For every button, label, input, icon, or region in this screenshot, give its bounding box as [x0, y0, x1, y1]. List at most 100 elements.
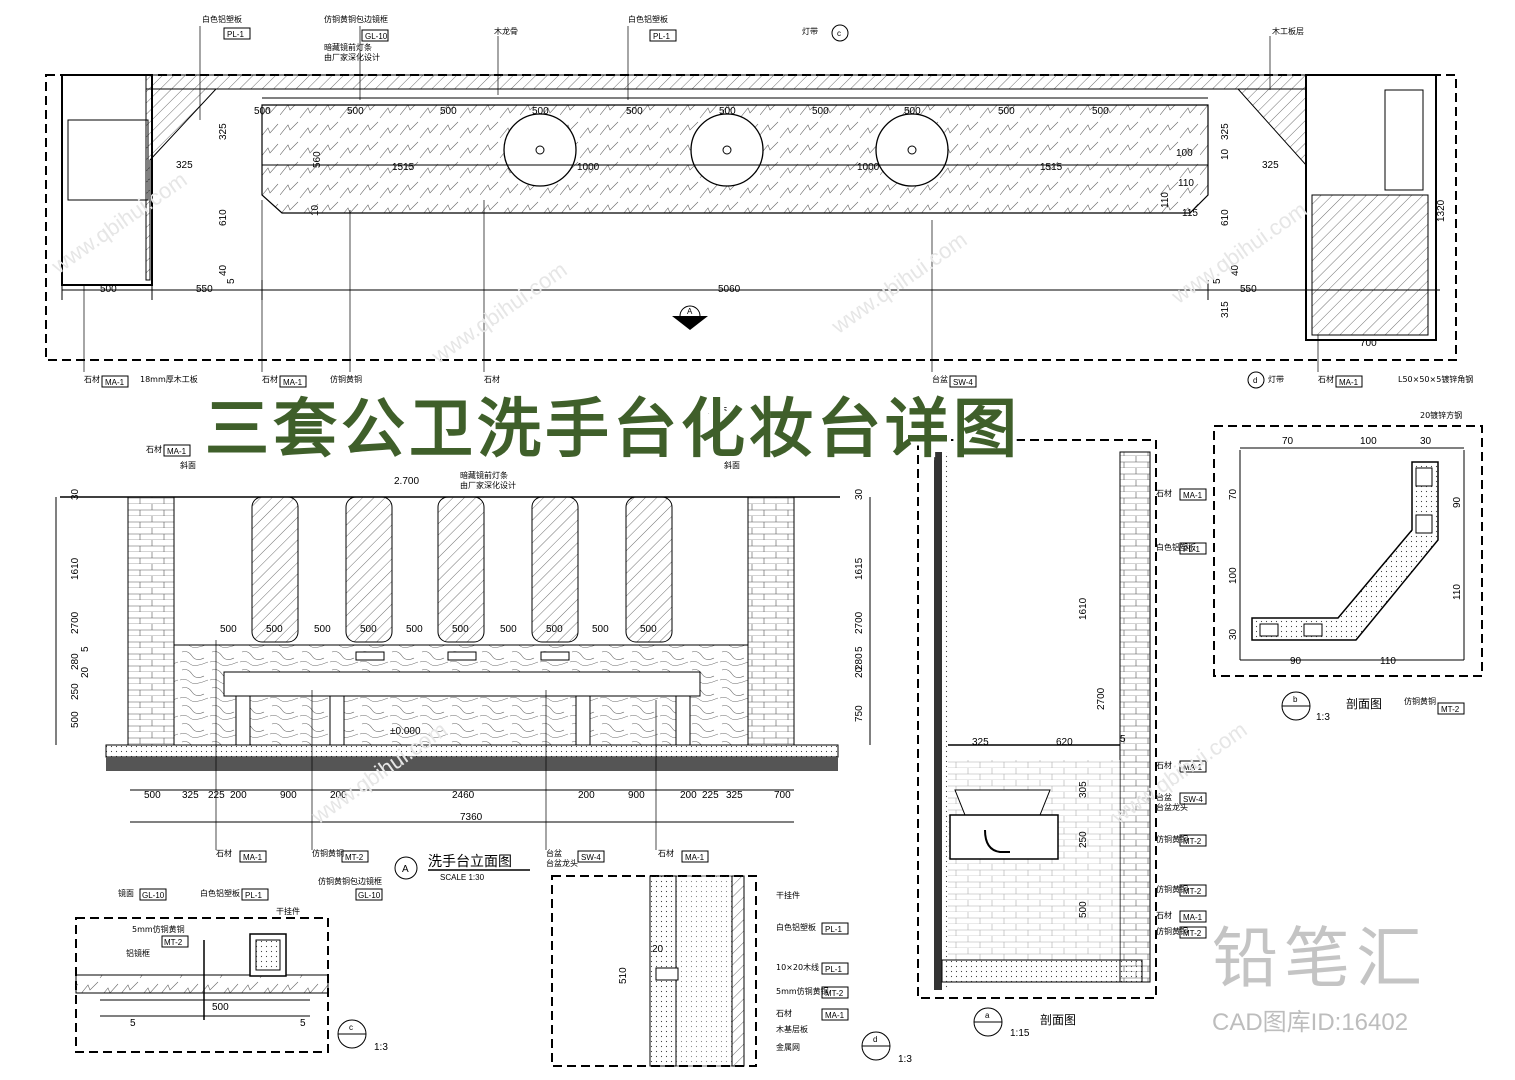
- elev-left-dim: 20: [80, 666, 91, 678]
- plan-code-pl1: PL-1: [227, 30, 244, 39]
- sec-a-label: 仿铜黄铜: [1156, 884, 1188, 894]
- plan-scale: 1:15: [708, 406, 728, 417]
- plan-label-ma1-d: 石材: [1318, 374, 1334, 384]
- dim-100: 100: [1176, 148, 1193, 159]
- sec-b-top-note: 20镀锌方钢: [1420, 410, 1462, 420]
- elev-mid-dim: 500: [546, 624, 563, 635]
- sec-b-dim-90b: 90: [1290, 656, 1302, 667]
- elev-mid-dim: 500: [266, 624, 283, 635]
- elev-label-b1: 石材: [216, 848, 232, 858]
- sec-c-badge: c: [349, 1023, 353, 1032]
- sec-a-code: MA-1: [1183, 763, 1203, 772]
- elev-faucets: [355, 651, 570, 661]
- sec-c-scale: 1:3: [374, 1042, 388, 1053]
- sec-c-label-1: 镜面: [118, 888, 134, 898]
- sec-a-code: MT-2: [1183, 887, 1202, 896]
- sec-b-scale: 1:3: [1316, 712, 1330, 723]
- plan-label-light-b: 灯带: [1268, 374, 1284, 384]
- dim-115: 115: [1182, 208, 1198, 219]
- plan-wall-top: [145, 74, 1307, 90]
- sec-a-code: MA-1: [1183, 491, 1203, 500]
- plan-top-dim: 500: [254, 106, 271, 117]
- elev-bottom-dim: 2460: [452, 790, 475, 801]
- plan-label-ma1-b: 石材: [262, 374, 278, 384]
- elev-mid-dim: 500: [360, 624, 377, 635]
- elev-bottom-dim: 225: [208, 790, 225, 801]
- elev-bottom-dim: 700: [774, 790, 791, 801]
- sec-c-code-5: MT-2: [164, 938, 183, 947]
- sec-a-label: 仿铜黄铜: [1156, 834, 1188, 844]
- sec-b-dim-100: 100: [1360, 436, 1377, 447]
- plan-top-dim: 500: [626, 106, 643, 117]
- sec-c-label-3: 干挂件: [276, 906, 300, 916]
- dim-5060: 5060: [718, 284, 741, 295]
- dim-610-b: 610: [1220, 209, 1231, 226]
- plan-left-cabinet: [61, 74, 153, 286]
- elev-zero-level: ±0.000: [390, 726, 421, 737]
- dim-1320: 1320: [1436, 199, 1447, 222]
- sec-c-label-5: 5mm仿铜黄铜: [132, 924, 185, 934]
- elev-left-dim: 280: [70, 653, 81, 670]
- plan-code-ma1-d: MA-1: [1339, 378, 1359, 387]
- sec-a-dim-620: 620: [1056, 737, 1073, 748]
- sec-a-dim-5: 5: [1120, 734, 1126, 745]
- sec-d-scale: 1:3: [898, 1054, 912, 1065]
- elev-label-b3: 台盆: [546, 848, 562, 858]
- elev-bottom-dim: 200: [230, 790, 247, 801]
- dim-610-a: 610: [218, 209, 229, 226]
- elev-slab: [106, 757, 838, 771]
- elev-label-mirror-light: 暗藏镜前灯条: [460, 470, 508, 480]
- faucet-icon: [540, 651, 570, 661]
- elev-badge-letter: A: [402, 864, 409, 875]
- dim-5-b: 5: [1212, 278, 1223, 284]
- elev-bottom-dim: 325: [182, 790, 199, 801]
- sec-b-code: MT-2: [1441, 705, 1460, 714]
- faucet-icon: [355, 651, 385, 661]
- elev-label-b3b: 台盆龙头: [546, 858, 578, 868]
- sec-d-code: PL-1: [825, 965, 842, 974]
- plan-top-dim: 500: [812, 106, 829, 117]
- sec-c-label-4: 仿铜黄铜包边镜框: [318, 876, 382, 886]
- elev-right-dim: 30: [854, 488, 865, 500]
- dim-40-b: 40: [1230, 264, 1241, 276]
- sec-a-caption: 剖面图: [1040, 1013, 1076, 1027]
- elev-right-dim: 2700: [854, 611, 865, 634]
- plan-sec-mark-d: d: [1253, 376, 1257, 385]
- plan-basin-2: [690, 113, 764, 187]
- sec-a-code: MA-1: [1183, 913, 1203, 922]
- plan-label-gl10-c: 由厂家深化设计: [324, 52, 380, 62]
- sec-a-code: MT-2: [1183, 929, 1202, 938]
- elev-mid-dim: 500: [640, 624, 657, 635]
- sec-a-dim-500: 500: [1078, 901, 1089, 918]
- plan-top-dim: 500: [347, 106, 364, 117]
- plan-top-dim: 500: [998, 106, 1015, 117]
- elev-mid-dim: 500: [406, 624, 423, 635]
- plan-label-angle: L50×50×5镀锌角钢: [1398, 374, 1473, 384]
- elev-bottom-dim: 200: [330, 790, 347, 801]
- elev-left-dim: 30: [70, 488, 81, 500]
- sec-a-dim-2700: 2700: [1096, 687, 1107, 710]
- sec-a-label: 石材: [1156, 488, 1172, 498]
- sec-b-dim-100b: 100: [1228, 567, 1239, 584]
- elev-mid-dim: 500: [220, 624, 237, 635]
- faucet-icon: [447, 651, 477, 661]
- sec-d-dim-510: 510: [618, 967, 629, 984]
- sec-d-code: MA-1: [825, 1011, 845, 1020]
- section-marker-a-label: A: [687, 307, 693, 316]
- dim-1000-left: 1000: [577, 162, 600, 173]
- elev-mid-dim: 500: [314, 624, 331, 635]
- sec-d-badge: d: [873, 1035, 877, 1044]
- sec-a-dim-305: 305: [1078, 781, 1089, 798]
- sec-d-label: 木基层板: [776, 1024, 808, 1034]
- elev-left-dim: 5: [80, 646, 91, 652]
- dim-550-right: 550: [1240, 284, 1257, 295]
- elev-label-b4: 石材: [658, 848, 674, 858]
- sec-b-dim-70b: 70: [1228, 488, 1239, 500]
- sec-a-scale: 1:15: [1010, 1028, 1030, 1039]
- elev-bottom-dim: 225: [702, 790, 719, 801]
- sec-d-label: 金属网: [776, 1042, 800, 1052]
- sec-a-code: MT-2: [1183, 837, 1202, 846]
